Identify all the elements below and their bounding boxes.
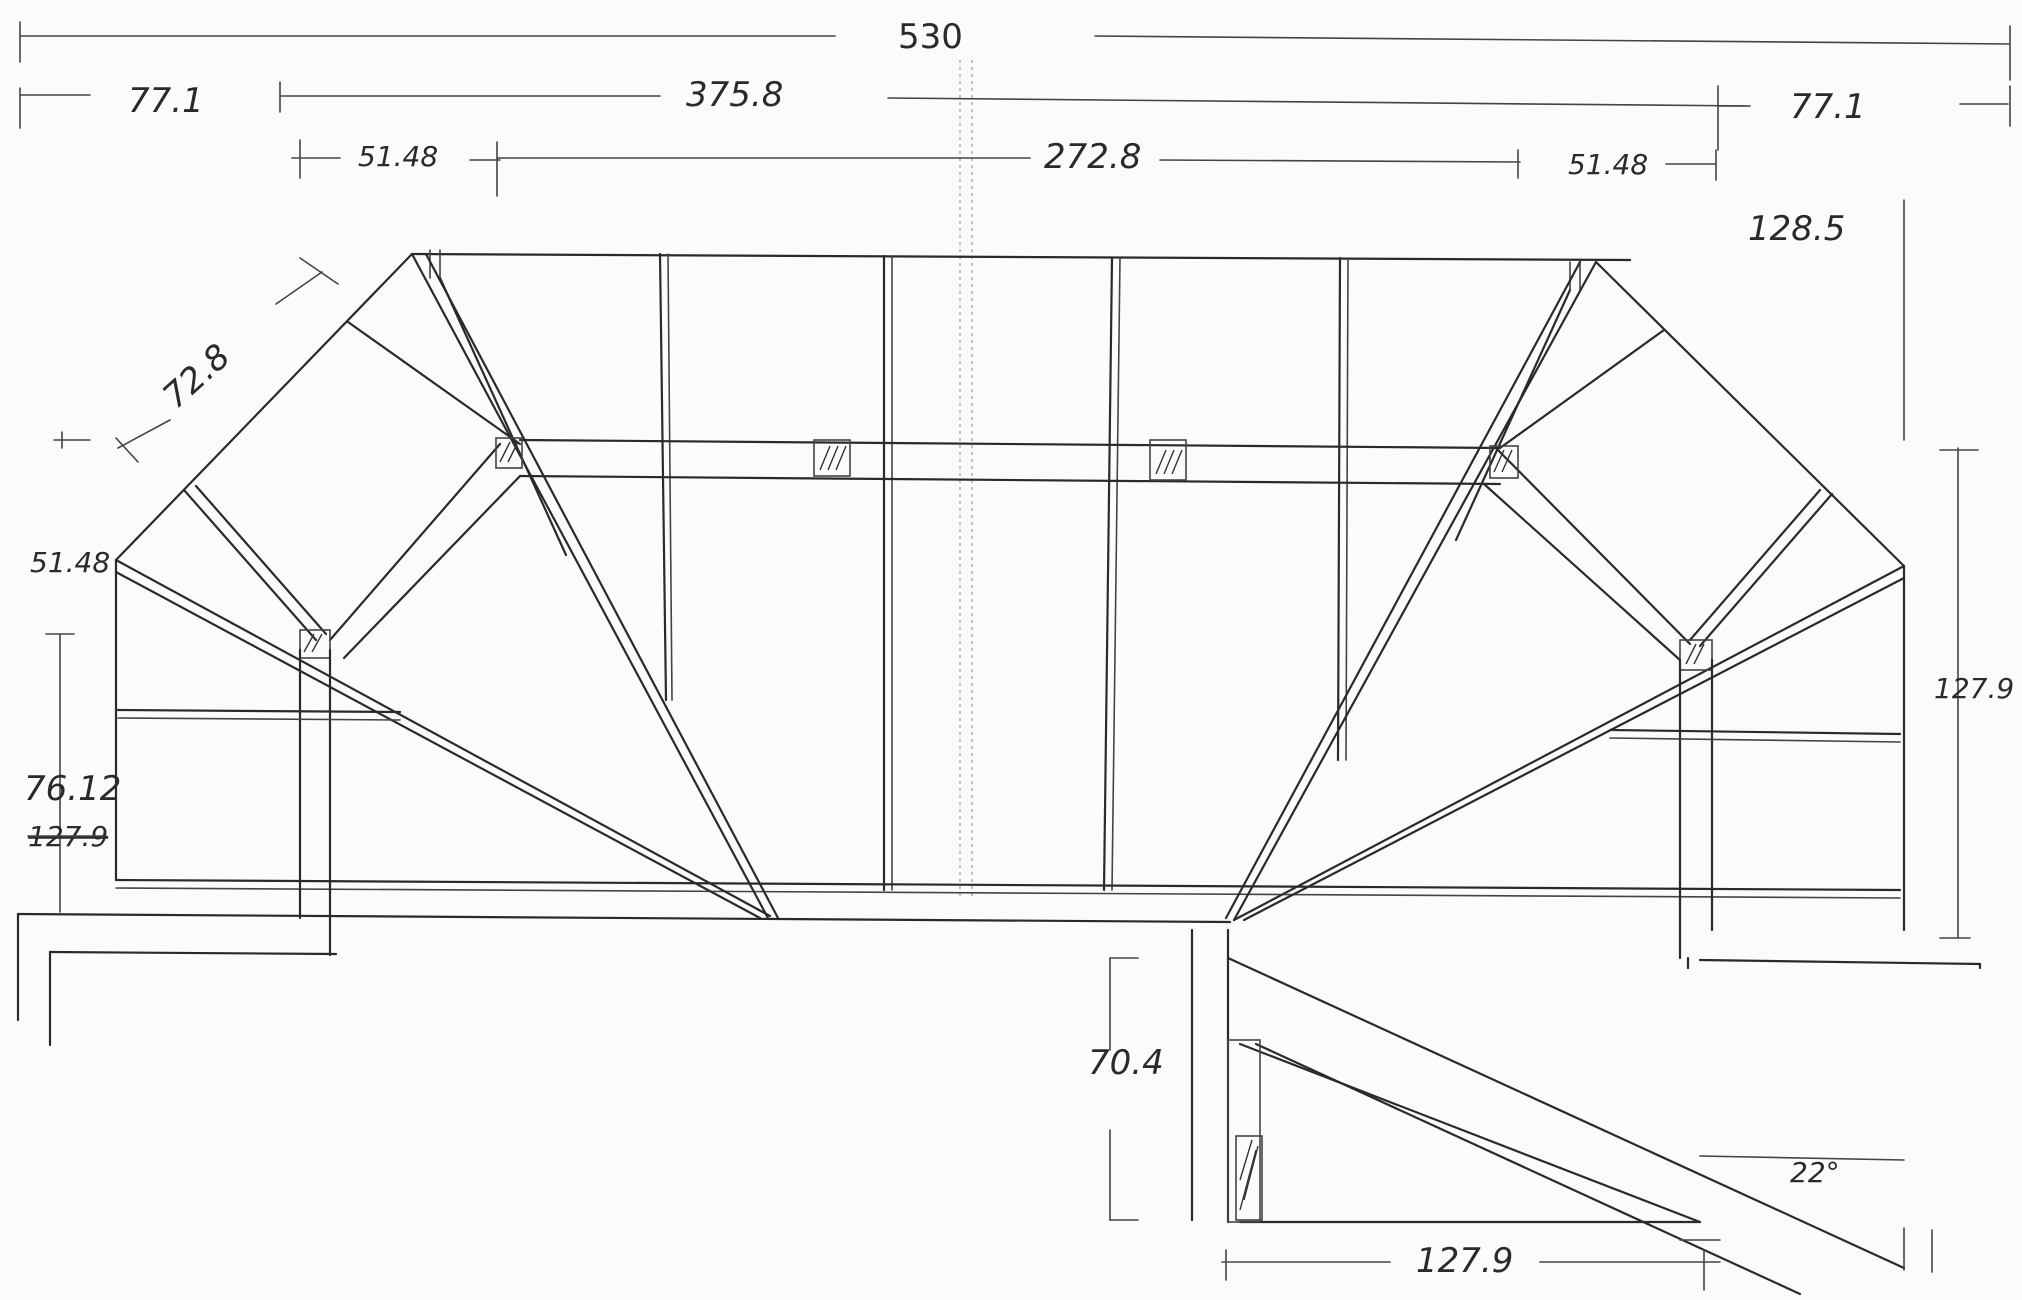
stair-elevation (1109, 928, 1982, 1296)
dim-diagonal: 72.8 (155, 336, 238, 416)
dim-total-width: 530 (898, 17, 963, 57)
dimension-row-2 (19, 81, 2011, 151)
right-winder (1224, 260, 1906, 960)
top-edge (410, 252, 1632, 262)
dim-angle: 22° (1790, 1156, 1840, 1189)
dim-side-right: 77.1 (1790, 87, 1866, 127)
dim-height-right: 127.9 (1934, 672, 2014, 705)
middle-beam (518, 438, 1502, 486)
left-dimensions (45, 257, 339, 913)
dimension-row-3 (291, 139, 1717, 197)
dimension-total-width (19, 21, 2011, 81)
dim-height-left: 76.12 (24, 769, 121, 809)
dim-height-right-top: 128.5 (1748, 209, 1845, 249)
dim-left-corner: 51.48 (30, 546, 110, 579)
right-dimensions (1903, 199, 1979, 939)
left-winder (114, 252, 780, 957)
base-line (16, 878, 1902, 924)
lower-left-wall (16, 912, 338, 1047)
dim-stair-run: 127.9 (1416, 1241, 1513, 1281)
dim-inner-right: 51.48 (1568, 148, 1648, 181)
dim-inner-center: 272.8 (1044, 137, 1141, 177)
dim-center-width: 375.8 (686, 75, 783, 115)
dim-stair-height: 70.4 (1088, 1043, 1164, 1083)
dim-inner-left: 51.48 (358, 140, 438, 173)
center-treads (658, 252, 1349, 892)
dim-side-left: 77.1 (128, 81, 204, 121)
